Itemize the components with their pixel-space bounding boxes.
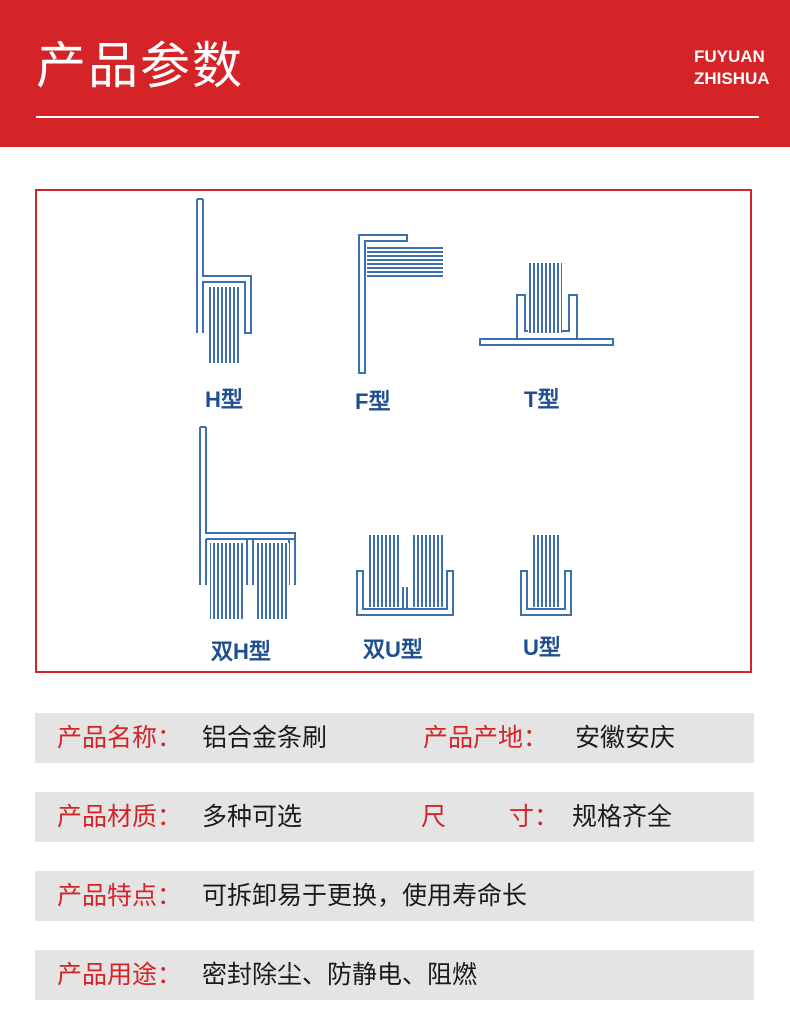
profile-diagram <box>196 198 614 619</box>
brand-line-2: ZHISHUA <box>694 69 770 88</box>
header-divider <box>36 116 759 118</box>
label-u-type: U型 <box>523 635 561 660</box>
product-features-value: 可拆卸易于更换，使用寿命长 <box>202 881 528 910</box>
product-origin-value: 安徽安庆 <box>575 723 676 752</box>
product-size-key-part1: 尺 <box>421 802 447 831</box>
product-material-value: 多种可选 <box>202 802 303 831</box>
product-origin-key: 产品产地： <box>423 723 549 752</box>
product-size-value: 规格齐全 <box>572 802 673 831</box>
double-h-type-profile-icon <box>199 426 296 619</box>
page-title: 产品参数 <box>36 37 244 95</box>
t-type-profile-icon <box>479 263 614 346</box>
label-double-u-type: 双U型 <box>363 637 423 662</box>
product-usage-key: 产品用途： <box>57 960 183 989</box>
f-type-profile-icon <box>358 234 443 374</box>
product-features-key: 产品特点： <box>57 881 183 910</box>
param-row-name-origin: 产品名称： 铝合金条刷 产品产地： 安徽安庆 <box>35 713 754 763</box>
h-type-profile-icon <box>196 198 252 363</box>
label-t-type: T型 <box>524 387 560 412</box>
product-usage-value: 密封除尘、防静电、阻燃 <box>202 960 478 989</box>
brand-name: FUYUAN ZHISHUA <box>694 46 770 90</box>
product-material-key: 产品材质： <box>57 802 183 831</box>
label-f-type: F型 <box>355 389 391 414</box>
product-size-key-part2: 寸： <box>509 802 560 831</box>
header-banner: 产品参数 FUYUAN ZHISHUA <box>0 0 790 147</box>
label-double-h-type: 双H型 <box>211 639 271 664</box>
label-h-type: H型 <box>205 387 243 412</box>
profile-diagram-frame: H型 F型 T型 双H型 双U型 U型 <box>35 189 752 673</box>
double-u-type-profile-icon <box>356 535 454 616</box>
param-row-features: 产品特点： 可拆卸易于更换，使用寿命长 <box>35 871 754 921</box>
param-row-material-size: 产品材质： 多种可选 尺 寸： 规格齐全 <box>35 792 754 842</box>
param-row-usage: 产品用途： 密封除尘、防静电、阻燃 <box>35 950 754 1000</box>
u-type-profile-icon <box>520 535 572 616</box>
product-name-value: 铝合金条刷 <box>202 723 328 752</box>
product-name-key: 产品名称： <box>57 723 183 752</box>
brand-line-1: FUYUAN <box>694 47 765 66</box>
